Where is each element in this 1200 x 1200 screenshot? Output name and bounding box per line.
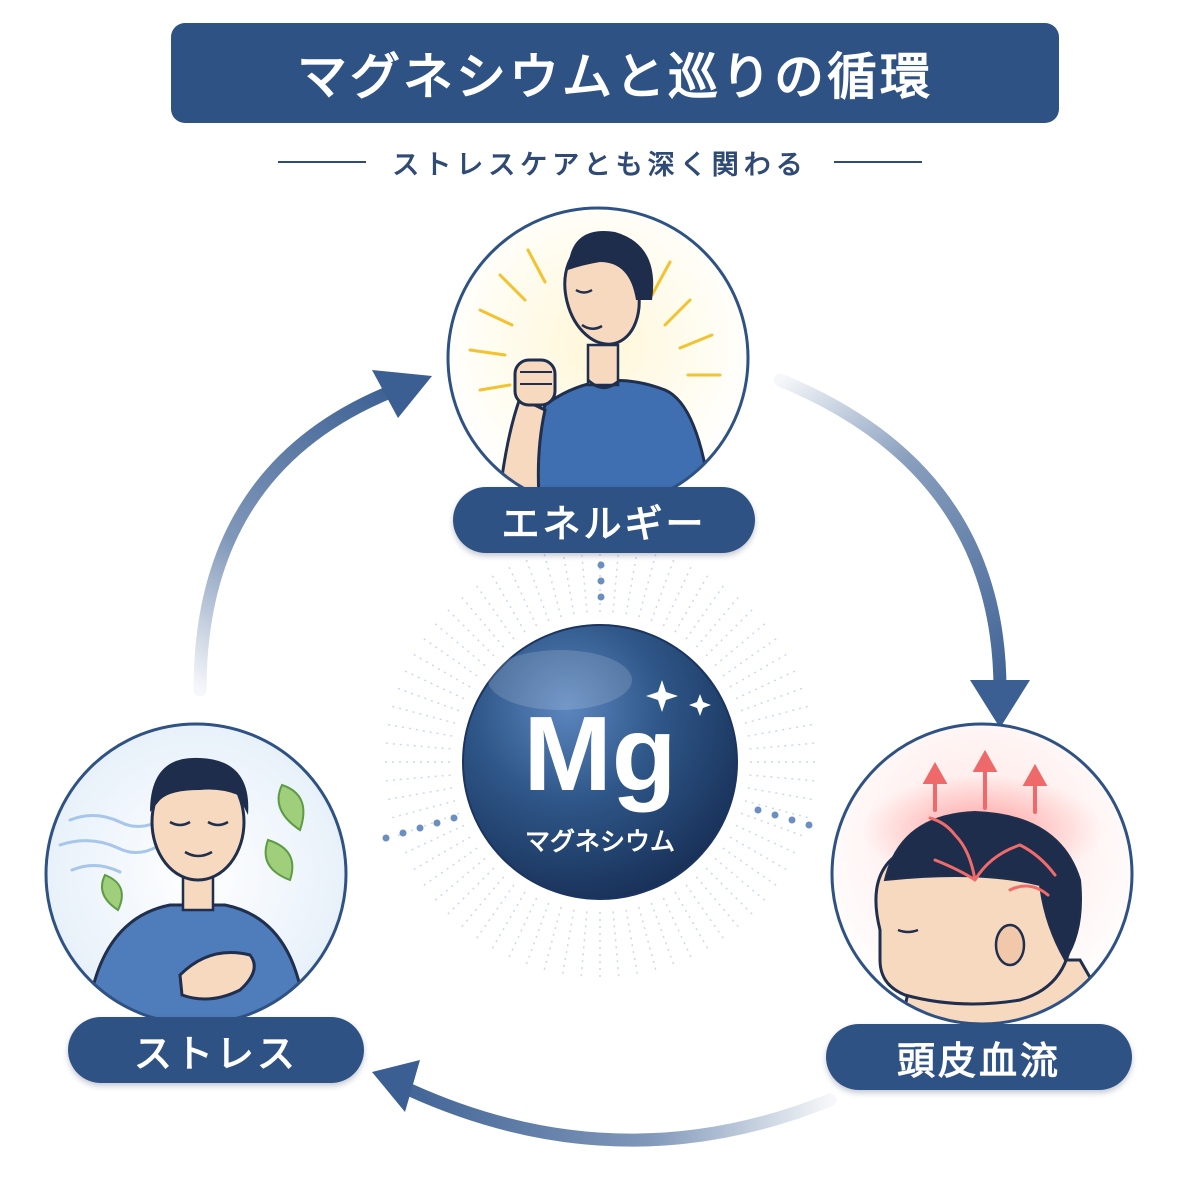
radial-ray bbox=[388, 787, 453, 801]
radial-ray bbox=[423, 847, 478, 886]
radial-ray bbox=[685, 585, 724, 640]
radial-ray bbox=[625, 909, 639, 974]
radial-ray bbox=[461, 876, 505, 928]
radial-ray bbox=[729, 653, 787, 688]
radial-ray bbox=[714, 623, 766, 667]
stress-node bbox=[44, 722, 348, 1026]
radial-ray bbox=[638, 554, 657, 618]
radial-ray bbox=[388, 723, 453, 737]
mg-symbol: Mg bbox=[523, 695, 676, 813]
radial-ray bbox=[543, 554, 562, 618]
cycle-arrow-stress-to-energy bbox=[193, 370, 432, 697]
radial-ray bbox=[385, 774, 451, 782]
radial-ray bbox=[491, 575, 526, 633]
radial-ray bbox=[580, 547, 588, 613]
wind-icon bbox=[58, 814, 162, 874]
radial-ray bbox=[625, 550, 639, 615]
radial-ray bbox=[674, 891, 709, 949]
radial-ray bbox=[662, 897, 692, 958]
radial-ray bbox=[735, 670, 796, 700]
subtitle-text: ストレスケアとも深く関わる bbox=[392, 149, 808, 181]
radial-ray bbox=[747, 787, 812, 801]
radial-ray bbox=[749, 742, 815, 750]
energy-label-pill: エネルギー bbox=[453, 487, 755, 553]
radial-ray bbox=[423, 638, 478, 677]
radial-ray bbox=[543, 906, 562, 970]
radial-ray bbox=[744, 705, 808, 724]
scalp-label-pill: 頭皮血流 bbox=[826, 1024, 1132, 1090]
cycle-arrow-energy-to-scalp bbox=[773, 373, 1030, 728]
radial-ray bbox=[749, 774, 815, 782]
subtitle-row: ストレスケアとも深く関わる bbox=[0, 140, 1200, 184]
dotted-connectors bbox=[382, 561, 813, 842]
radial-ray bbox=[612, 547, 620, 613]
stress-label: ストレス bbox=[133, 1031, 298, 1076]
stress-label-pill: ストレス bbox=[68, 1017, 364, 1083]
radial-ray bbox=[404, 824, 465, 854]
radiance-icon bbox=[468, 248, 722, 392]
radial-ray bbox=[476, 884, 515, 939]
radial-ray bbox=[695, 596, 739, 648]
radial-ray bbox=[705, 609, 753, 657]
radial-ray bbox=[447, 867, 495, 915]
radial-ray bbox=[491, 891, 526, 949]
radial-ray bbox=[447, 609, 495, 657]
radial-ray bbox=[561, 909, 575, 974]
radial-ray bbox=[612, 911, 620, 977]
radial-ray bbox=[674, 575, 709, 633]
radial-ray bbox=[434, 857, 486, 901]
subtitle-rule-right bbox=[833, 161, 922, 163]
radial-ray bbox=[404, 670, 465, 700]
radial-ray bbox=[714, 857, 766, 901]
scalp-node bbox=[830, 722, 1134, 1026]
energy-label: エネルギー bbox=[501, 501, 707, 546]
leaf-icon bbox=[101, 783, 305, 912]
radial-ray bbox=[580, 911, 588, 977]
radial-ray bbox=[695, 876, 739, 928]
scalp-label: 頭皮血流 bbox=[896, 1038, 1061, 1083]
radial-ray bbox=[662, 566, 692, 627]
radial-ray bbox=[392, 705, 456, 724]
energy-node bbox=[446, 206, 750, 510]
radial-ray bbox=[476, 585, 515, 640]
radial-ray bbox=[385, 742, 451, 750]
radial-ray bbox=[729, 836, 787, 871]
mg-name: マグネシウム bbox=[525, 827, 675, 856]
blood-flow-arrows-icon bbox=[922, 749, 1048, 814]
radial-ray bbox=[508, 566, 538, 627]
radial-ray bbox=[735, 824, 796, 854]
magnesium-sphere: Mg マグネシウム bbox=[462, 624, 738, 900]
energized-person-illustration bbox=[496, 231, 714, 508]
radial-ray bbox=[413, 836, 471, 871]
radial-ray bbox=[392, 800, 456, 819]
radial-ray bbox=[722, 638, 777, 677]
subtitle-rule-left bbox=[278, 161, 367, 163]
title-bar: マグネシウムと巡りの循環 bbox=[171, 23, 1059, 123]
radial-ray bbox=[685, 884, 724, 939]
scalp-blood-vessels bbox=[928, 816, 1057, 897]
radial-ray bbox=[722, 847, 777, 886]
radial-ray bbox=[747, 723, 812, 737]
radial-ray bbox=[561, 550, 575, 615]
radial-ray bbox=[461, 596, 505, 648]
radial-ray bbox=[508, 897, 538, 958]
radial-ray bbox=[413, 653, 471, 688]
calm-person-illustration bbox=[84, 757, 308, 1024]
sparkle-icon bbox=[646, 680, 711, 716]
radial-ray bbox=[434, 623, 486, 667]
page-title: マグネシウムと巡りの循環 bbox=[297, 48, 933, 106]
cycle-arrow-scalp-to-stress bbox=[372, 1060, 837, 1147]
radial-ray bbox=[638, 906, 657, 970]
radial-ray bbox=[705, 867, 753, 915]
profile-person-illustration bbox=[874, 810, 1123, 1024]
